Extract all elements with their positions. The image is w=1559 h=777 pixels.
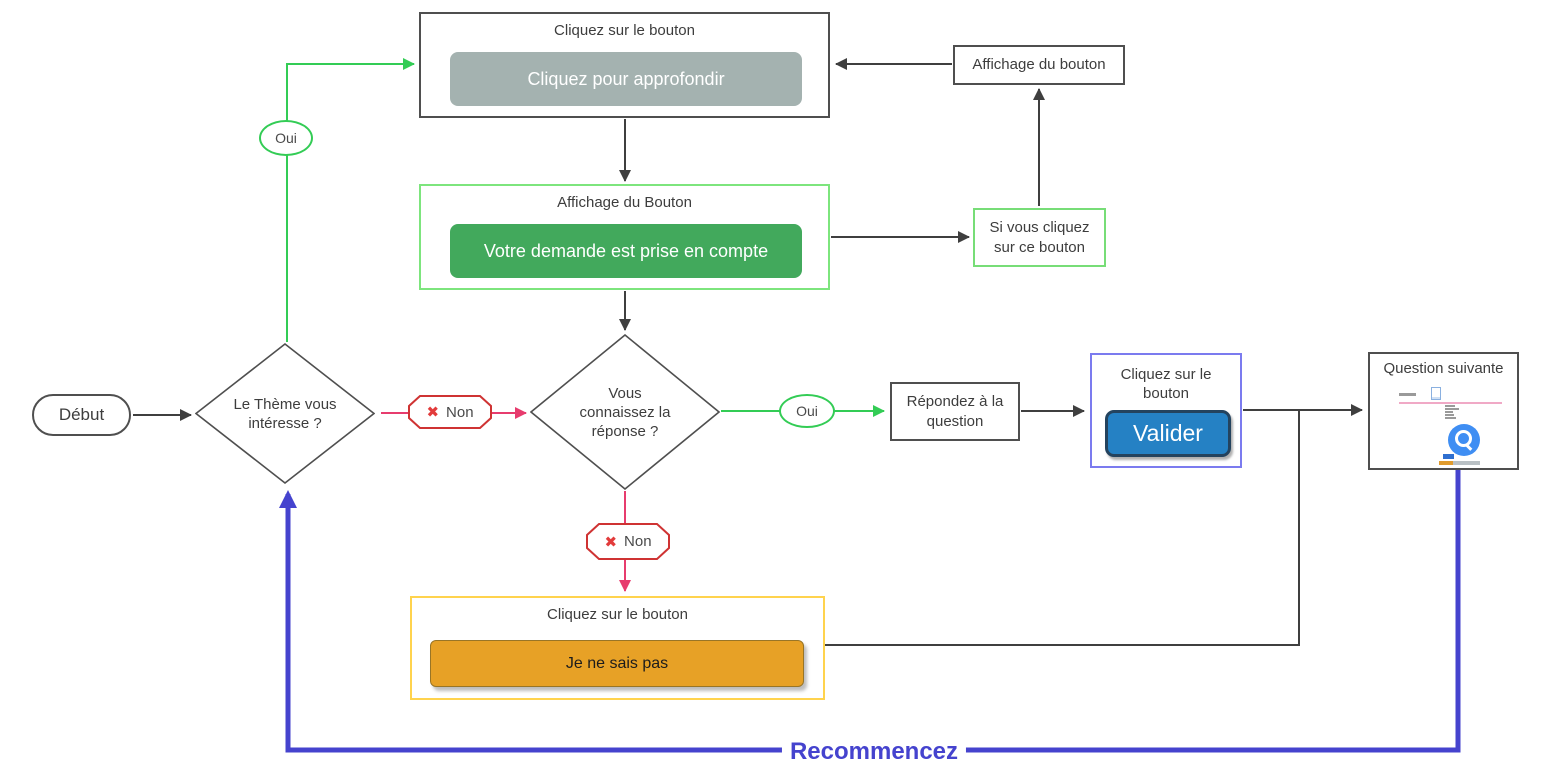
arrow-oui-to-approfondir <box>286 58 415 342</box>
approfondir-box: Cliquez sur le bouton Cliquez pour appro… <box>419 12 830 118</box>
affichage-box-label: Affichage du bouton <box>972 56 1106 73</box>
progress-bar-filled <box>1439 461 1453 465</box>
question-box-title: Question suivante <box>1383 360 1504 377</box>
decision-reponse-line1: Vous <box>608 384 642 402</box>
decision-reponse-shape <box>529 333 721 491</box>
je-ne-sais-pas-box: Cliquez sur le bouton Je ne sais pas <box>410 596 825 700</box>
si-cliquez-line2: sur ce bouton <box>994 238 1085 256</box>
demande-button[interactable]: Votre demande est prise en compte <box>450 224 802 278</box>
je-ne-sais-pas-button[interactable]: Je ne sais pas <box>430 640 804 687</box>
progress-bar-track <box>1453 461 1480 465</box>
valider-box-title1: Cliquez sur le <box>1120 366 1212 383</box>
decision-theme-line2: intéresse ? <box>248 414 322 432</box>
repondez-line1: Répondez à la <box>906 392 1004 410</box>
start-node: Début <box>32 394 131 436</box>
divider-line <box>1399 402 1502 404</box>
non-theme-badge-shape <box>408 395 492 429</box>
valider-box-title2: bouton <box>1143 385 1189 402</box>
demande-box: Affichage du Bouton Votre demande est pr… <box>419 184 830 290</box>
valider-box: Cliquez sur le bouton Valider <box>1090 353 1242 468</box>
question-box: Question suivante <box>1368 352 1519 470</box>
decision-theme-line1: Le Thème vous <box>233 395 337 413</box>
document-icon <box>1431 387 1441 400</box>
decision-reponse-line3: réponse ? <box>591 422 659 440</box>
decision-reponse-line2: connaissez la <box>579 403 671 421</box>
decision-theme: Le Thème vous intéresse ? <box>194 342 376 485</box>
si-cliquez-box: Si vous cliquez sur ce bouton <box>973 208 1106 267</box>
non-theme-badge: ✖ Non <box>408 395 492 429</box>
approfondir-box-title: Cliquez sur le bouton <box>554 22 695 39</box>
micro-text <box>1399 393 1416 396</box>
demande-box-title: Affichage du Bouton <box>557 194 692 211</box>
repondez-line2: question <box>926 412 984 430</box>
je-ne-sais-pas-title: Cliquez sur le bouton <box>547 606 688 623</box>
search-icon <box>1448 424 1480 456</box>
decision-theme-shape <box>194 342 376 485</box>
non-reponse-badge: ✖ Non <box>586 523 670 560</box>
decision-reponse: Vous connaissez la réponse ? <box>529 333 721 491</box>
oui-top-label: Oui <box>259 120 313 156</box>
micro-list <box>1445 405 1459 419</box>
repondez-box: Répondez à la question <box>890 382 1020 441</box>
start-label: Début <box>58 405 105 424</box>
approfondir-button[interactable]: Cliquez pour approfondir <box>450 52 802 106</box>
recommencez-label: Recommencez <box>781 738 967 766</box>
affichage-box: Affichage du bouton <box>953 45 1125 85</box>
non-theme-text: Non <box>446 403 474 421</box>
si-cliquez-line1: Si vous cliquez <box>989 218 1090 236</box>
line-je-ne-sais-pas-to-question <box>825 411 1300 646</box>
x-icon: ✖ <box>604 533 618 551</box>
oui-reponse-label: Oui <box>779 394 835 428</box>
x-icon: ✖ <box>426 404 440 421</box>
valider-button[interactable]: Valider <box>1105 410 1231 457</box>
non-reponse-text: Non <box>624 533 652 550</box>
non-reponse-badge-shape <box>586 523 670 560</box>
micro-button <box>1443 454 1454 459</box>
